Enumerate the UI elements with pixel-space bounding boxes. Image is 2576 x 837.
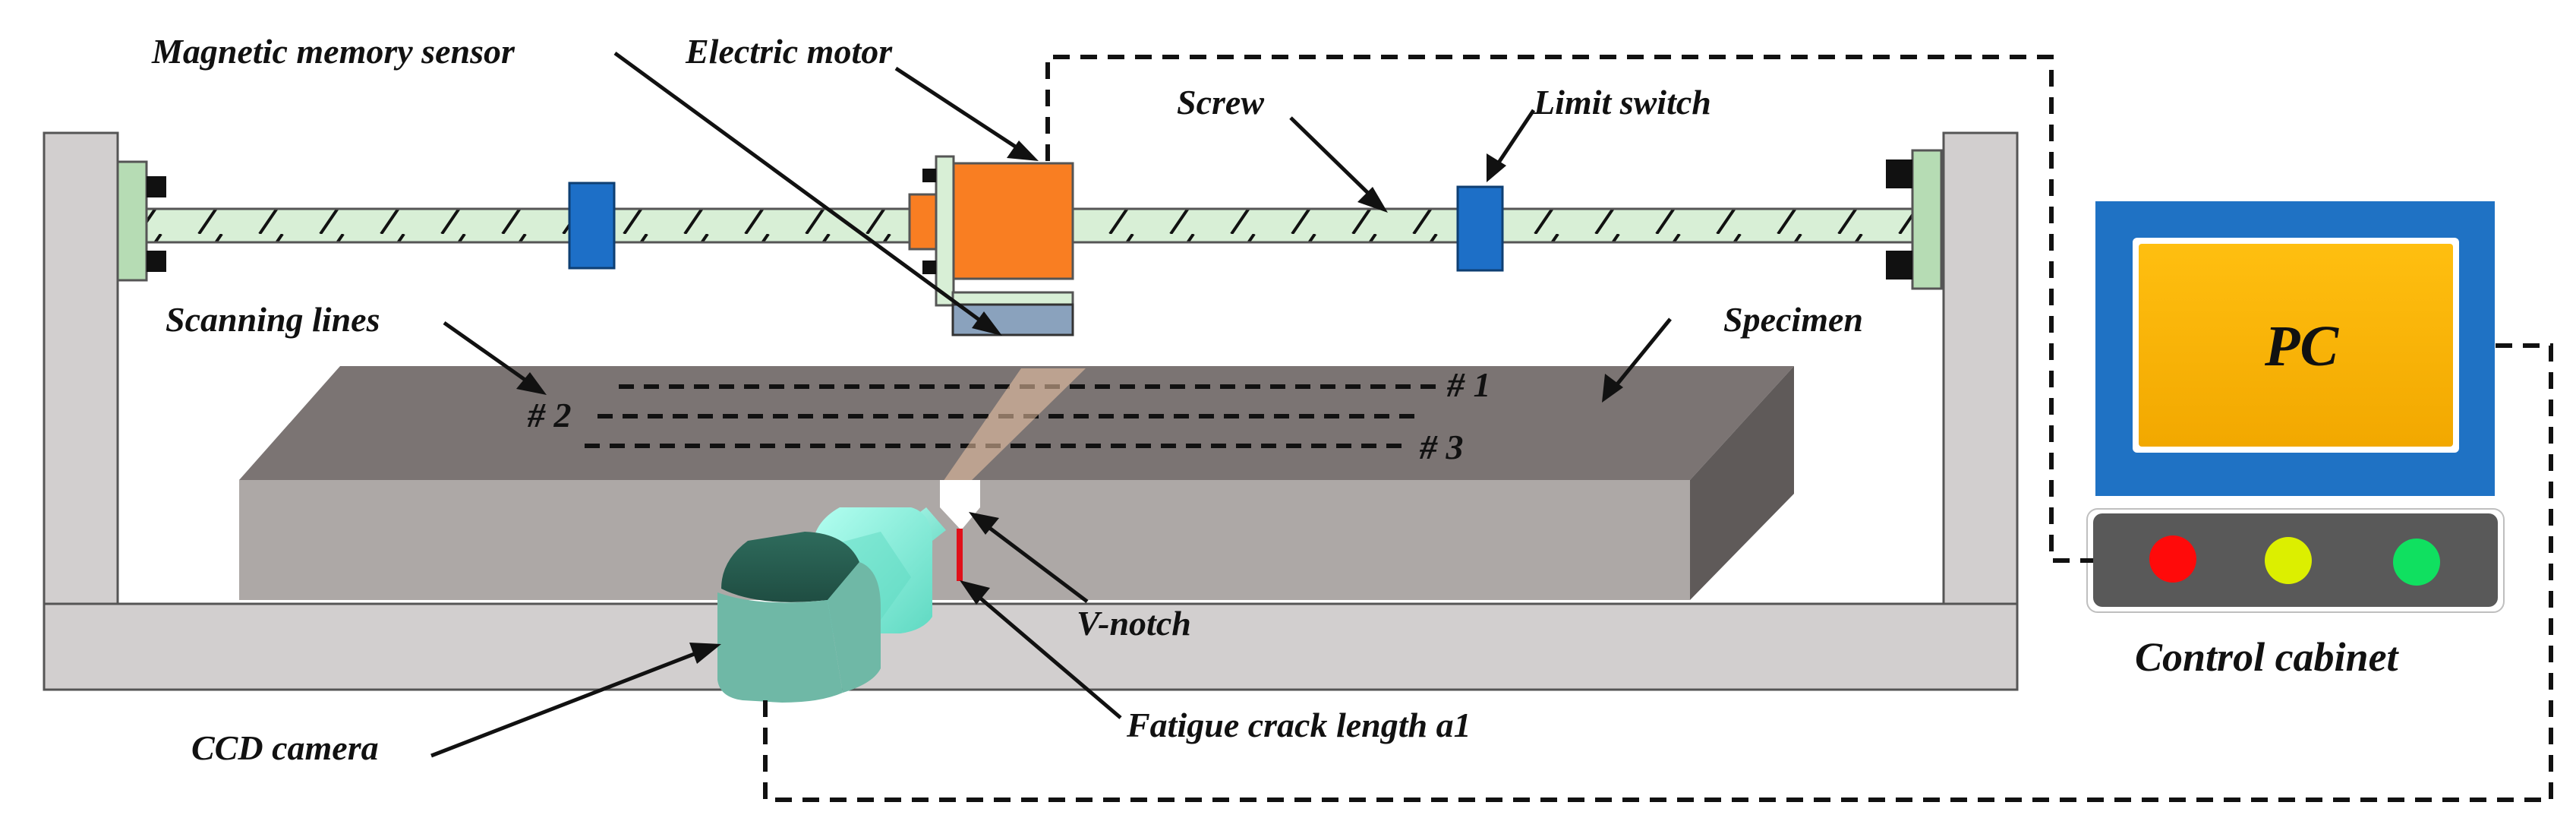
camera-body-side [828,562,881,693]
label-scanning-lines: Scanning lines [166,300,380,339]
label-scanning-line-2: # 2 [528,396,572,434]
ccd-camera [717,507,946,703]
indicator-light-yellow [2265,537,2312,584]
electric-motor [908,155,1074,307]
control-cabinet [2086,508,2505,613]
indicator-light-green [2393,539,2440,586]
frame-left-post [43,131,119,605]
camera-body-top [721,532,859,602]
camera-body-front [717,592,843,703]
label-screw: Screw [1177,83,1264,122]
frame-right-post [1942,131,2019,605]
indicator-light-red [2149,535,2196,583]
cable-motor-to-cabinet [1045,55,2093,563]
right-bearing [1886,149,1943,290]
label-specimen: Specimen [1723,300,1863,339]
frame [43,131,2019,691]
limit-switch-left [568,182,616,270]
label-fatigue-crack-length: Fatigue crack length a1 [1127,706,1471,744]
sensor-projection [941,368,1086,484]
cables [763,55,2553,802]
pc-monitor [2095,201,2495,496]
label-v-notch: V-notch [1077,604,1191,643]
label-pc: PC [2265,314,2339,378]
label-magnetic-memory-sensor: Magnetic memory sensor [152,32,515,71]
magnetic-memory-sensor [951,291,1074,336]
label-scanning-line-1: # 1 [1447,365,1491,404]
label-scanning-line-3: # 3 [1420,428,1464,466]
cable-camera-to-pc [763,343,2553,802]
label-electric-motor: Electric motor [686,32,893,71]
annotation-arrows [430,51,1672,758]
limit-switch-right [1456,185,1504,272]
v-notch [940,480,980,530]
label-limit-switch: Limit switch [1534,83,1711,122]
frame-base [43,602,2019,691]
specimen-side [1690,366,1794,600]
label-control-cabinet: Control cabinet [2135,634,2398,680]
label-ccd-camera: CCD camera [191,728,379,767]
left-bearing [116,160,166,282]
